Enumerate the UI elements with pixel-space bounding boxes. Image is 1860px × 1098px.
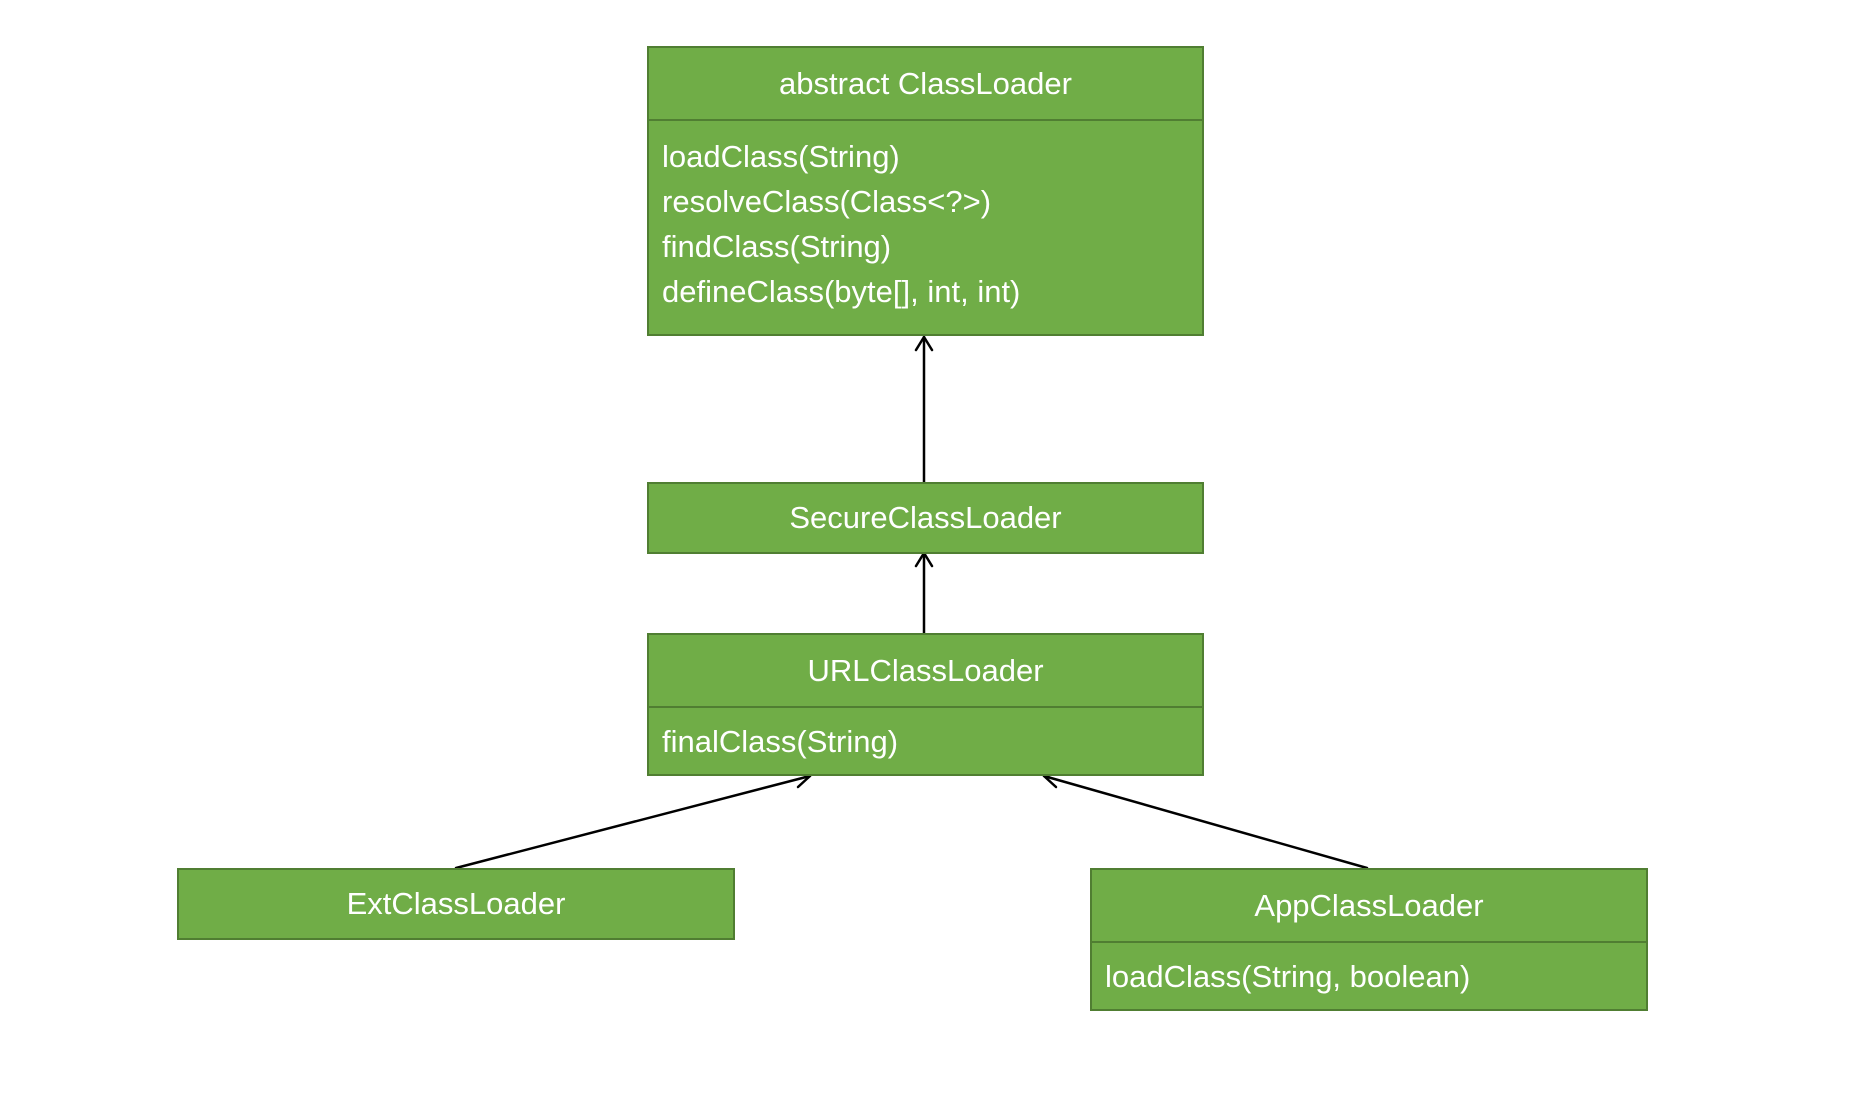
method-item: findClass(String) (662, 229, 892, 264)
class-box-secureclassloader[interactable]: SecureClassLoader (647, 482, 1204, 554)
class-name: AppClassLoader (1254, 887, 1484, 923)
method-item: resolveClass(Class<?>) (662, 184, 992, 219)
arrow-secure-to-classloader (914, 335, 934, 484)
arrow-url-to-secure (914, 551, 934, 635)
class-name: SecureClassLoader (789, 500, 1062, 535)
class-box-classloader[interactable]: abstract ClassLoader loadClass(String) r… (647, 46, 1204, 336)
method-item: finalClass(String) (662, 723, 899, 759)
class-name: URLClassLoader (807, 652, 1044, 688)
class-box-appclassloader[interactable]: AppClassLoader loadClass(String, boolean… (1090, 868, 1648, 1011)
class-box-extclassloader[interactable]: ExtClassLoader (177, 868, 735, 940)
class-name: ExtClassLoader (346, 886, 566, 921)
method-item: loadClass(String) (662, 139, 900, 174)
class-box-urlclassloader[interactable]: URLClassLoader finalClass(String) (647, 633, 1204, 776)
method-item: loadClass(String, boolean) (1105, 958, 1471, 994)
method-list: finalClass(String) (649, 706, 1202, 774)
method-list: loadClass(String, boolean) (1092, 941, 1646, 1009)
arrow-ext-to-url (454, 771, 812, 870)
method-item: defineClass(byte[], int, int) (662, 274, 1021, 309)
method-list: loadClass(String) resolveClass(Class<?>)… (649, 119, 1202, 314)
class-name: abstract ClassLoader (779, 65, 1072, 101)
arrow-app-to-url (1042, 771, 1369, 870)
